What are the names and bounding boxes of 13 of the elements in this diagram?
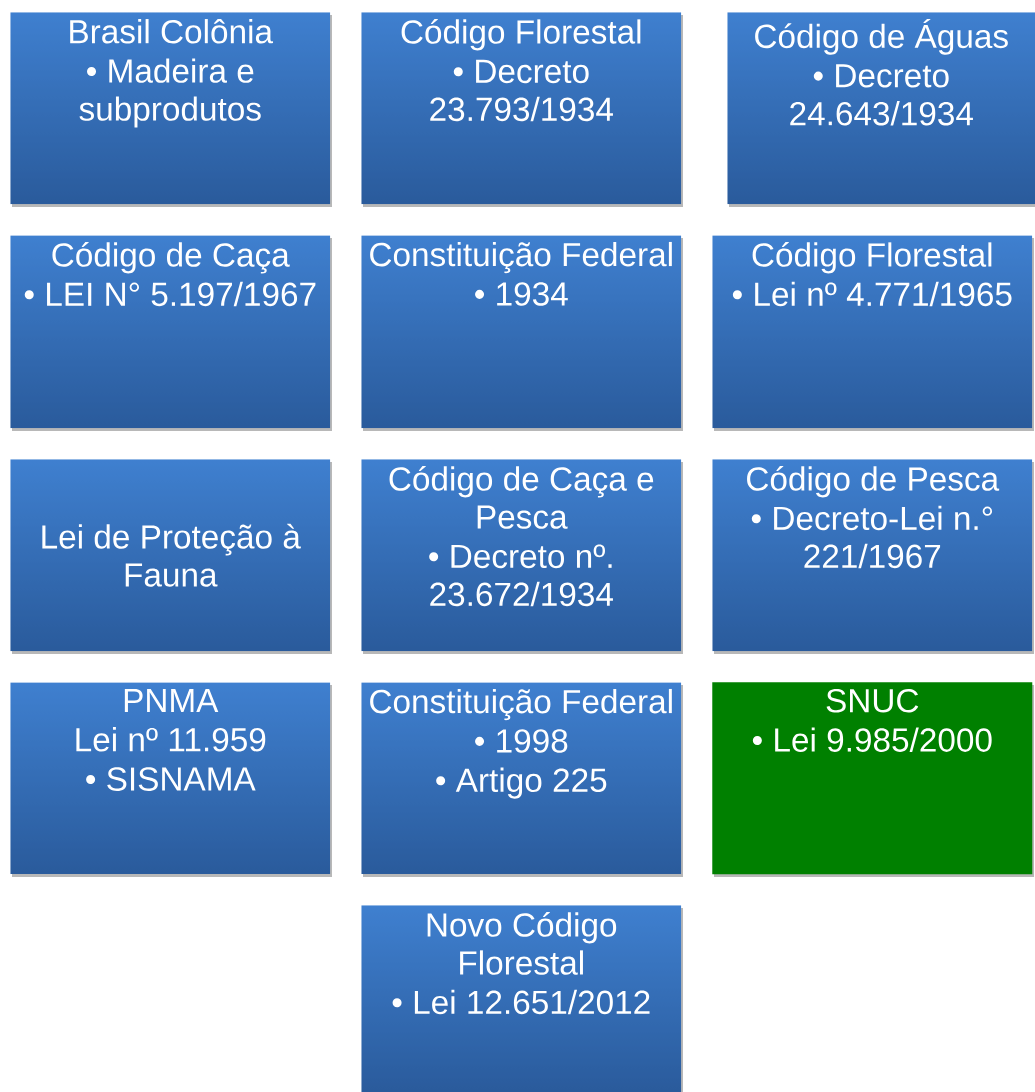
law-box: Código de Águas • Decreto 24.643/1934 <box>727 12 1035 207</box>
law-box: Código Florestal • Lei nº 4.771/1965 <box>712 235 1034 431</box>
law-box: Brasil Colônia • Madeira e subprodutos <box>10 12 332 207</box>
law-box: Constituição Federal • 1934 <box>361 235 683 431</box>
law-box: Novo Código Florestal • Lei 12.651/2012 <box>361 905 683 1092</box>
law-box: Lei de Proteção à Fauna <box>10 459 332 654</box>
law-box: Código de Pesca • Decreto-Lei n.° 221/1967 <box>712 459 1034 654</box>
law-box: Código Florestal • Decreto 23.793/1934 <box>361 12 683 207</box>
law-box: Constituição Federal • 1998 • Artigo 225 <box>361 682 683 877</box>
law-box: Código de Caça e Pesca • Decreto nº. 23.672/1934 <box>361 459 683 654</box>
law-box: PNMA Lei nº 11.959 • SISNAMA <box>10 682 332 877</box>
law-box: SNUC • Lei 9.985/2000 <box>712 682 1034 877</box>
law-box: Código de Caça • LEI N° 5.197/1967 <box>10 235 332 431</box>
